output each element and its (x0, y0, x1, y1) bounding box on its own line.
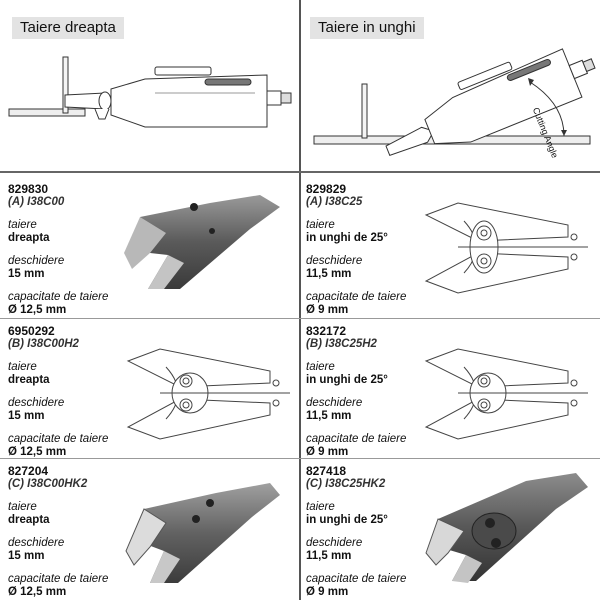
product-spec: 827418 (C) I38C25HK2 taiere in unghi de … (306, 465, 446, 599)
product-variant: (A) I38C00 (8, 196, 65, 208)
product-code: 829830 (8, 182, 49, 196)
cut-type-label: taiere (8, 501, 37, 513)
cut-type-label: taiere (8, 219, 37, 231)
straight-cut-title: Taiere dreapta (12, 17, 124, 39)
capacity-label: capacitate de taiere (8, 433, 109, 445)
vertical-divider (299, 0, 301, 600)
cut-type-label: taiere (306, 219, 335, 231)
cut-type-value: in unghi de 25° (306, 232, 388, 244)
product-832172: 832172 (B) I38C25H2 taiere in unghi de 2… (306, 325, 598, 463)
product-variant: (B) I38C00H2 (8, 338, 79, 350)
capacity-label: capacitate de taiere (306, 573, 407, 585)
opening-label: deschidere (8, 537, 65, 549)
blade-photo (120, 193, 292, 297)
straight-cut-tool-illustration (5, 45, 297, 165)
product-827204: 827204 (C) I38C00HK2 taiere dreapta desc… (8, 465, 300, 603)
product-spec: 827204 (C) I38C00HK2 taiere dreapta desc… (8, 465, 148, 599)
capacity-value: Ø 12,5 mm (8, 446, 67, 458)
product-code: 832172 (306, 324, 347, 338)
cut-type-value: dreapta (8, 514, 50, 526)
opening-value: 11,5 mm (306, 550, 352, 562)
product-spec: 6950292 (B) I38C00H2 taiere dreapta desc… (8, 325, 148, 459)
product-spec: 832172 (B) I38C25H2 taiere in unghi de 2… (306, 325, 446, 459)
opening-value: 15 mm (8, 268, 45, 280)
opening-label: deschidere (306, 397, 363, 409)
blade-drawing (418, 197, 594, 297)
cut-type-value: dreapta (8, 374, 50, 386)
blade-photo (416, 469, 592, 589)
product-variant: (B) I38C25H2 (306, 338, 377, 350)
product-variant: (C) I38C00HK2 (8, 478, 88, 490)
capacity-value: Ø 9 mm (306, 586, 349, 598)
cut-type-label: taiere (306, 361, 335, 373)
product-829829: 829829 (A) I38C25 taiere in unghi de 25°… (306, 183, 598, 321)
blade-photo (120, 473, 292, 589)
product-code: 827418 (306, 464, 347, 478)
product-6950292: 6950292 (B) I38C00H2 taiere dreapta desc… (8, 325, 300, 463)
product-829830: 829830 (A) I38C00 taiere dreapta deschid… (8, 183, 300, 321)
cut-type-value: in unghi de 25° (306, 374, 388, 386)
angle-cut-title: Taiere in unghi (310, 17, 424, 39)
opening-label: deschidere (8, 397, 65, 409)
capacity-value: Ø 9 mm (306, 304, 349, 316)
capacity-value: Ø 12,5 mm (8, 586, 67, 598)
cut-type-label: taiere (306, 501, 335, 513)
product-spec: 829829 (A) I38C25 taiere in unghi de 25°… (306, 183, 446, 317)
product-code: 829829 (306, 182, 347, 196)
opening-value: 15 mm (8, 410, 45, 422)
product-827418: 827418 (C) I38C25HK2 taiere in unghi de … (306, 465, 598, 603)
capacity-value: Ø 9 mm (306, 446, 349, 458)
opening-value: 11,5 mm (306, 410, 352, 422)
product-code: 6950292 (8, 324, 55, 338)
capacity-label: capacitate de taiere (306, 291, 407, 303)
product-variant: (C) I38C25HK2 (306, 478, 386, 490)
row-divider-1 (0, 318, 600, 319)
product-variant: (A) I38C25 (306, 196, 363, 208)
angle-cut-tool-illustration: Cutting Angle (302, 10, 598, 160)
capacity-label: capacitate de taiere (8, 573, 109, 585)
opening-label: deschidere (306, 255, 363, 267)
blade-drawing (418, 343, 594, 443)
opening-value: 11,5 mm (306, 268, 352, 280)
cut-type-label: taiere (8, 361, 37, 373)
opening-label: deschidere (306, 537, 363, 549)
capacity-label: capacitate de taiere (8, 291, 109, 303)
capacity-label: capacitate de taiere (306, 433, 407, 445)
blade-drawing (120, 343, 296, 443)
opening-label: deschidere (8, 255, 65, 267)
product-code: 827204 (8, 464, 49, 478)
cut-type-value: dreapta (8, 232, 50, 244)
row-divider-2 (0, 458, 600, 459)
capacity-value: Ø 12,5 mm (8, 304, 67, 316)
opening-value: 15 mm (8, 550, 45, 562)
header-divider (0, 171, 600, 173)
product-spec: 829830 (A) I38C00 taiere dreapta deschid… (8, 183, 148, 317)
cut-type-value: in unghi de 25° (306, 514, 388, 526)
